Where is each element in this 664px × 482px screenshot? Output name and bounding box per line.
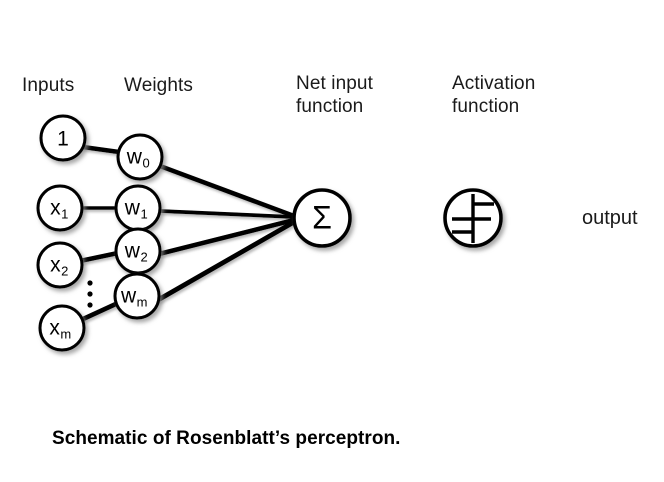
- edge-w0-to-sum: [157, 163, 297, 219]
- edge-wm-to-sum: [155, 219, 297, 303]
- input-node-xm[interactable]: [38, 304, 86, 352]
- edge-xm-to-wm: [78, 300, 121, 323]
- weight-node-w1[interactable]: [114, 184, 162, 232]
- input-node-group: [36, 114, 87, 352]
- weight-node-w0[interactable]: [116, 133, 164, 181]
- header-net-input-line2: function: [296, 96, 364, 117]
- edge-group-input-to-weight: [77, 144, 122, 323]
- vertical-ellipsis-icon: [87, 280, 93, 308]
- edge-group-weight-to-sum: [155, 163, 297, 303]
- weight-node-group: [113, 133, 164, 320]
- step-function-icon: [452, 194, 494, 243]
- header-inputs: Inputs: [22, 75, 75, 96]
- weight-node-wm[interactable]: [113, 272, 161, 320]
- figure-caption: Schematic of Rosenblatt’s perceptron.: [52, 428, 401, 449]
- edge-x2-to-w2: [77, 250, 121, 264]
- edge-w1-to-sum: [158, 209, 296, 219]
- input-node-x2[interactable]: [36, 241, 84, 289]
- header-weights: Weights: [124, 75, 193, 96]
- output-label: output: [582, 207, 638, 229]
- edge-bias-to-w0: [80, 144, 122, 155]
- weight-node-w2[interactable]: [114, 227, 162, 275]
- input-node-x1[interactable]: [36, 184, 84, 232]
- header-net-input-line1: Net input: [296, 73, 373, 94]
- net-input-node[interactable]: [292, 188, 352, 248]
- header-activation-line1: Activation: [452, 73, 536, 94]
- input-node-bias[interactable]: [39, 114, 87, 162]
- header-activation-line2: function: [452, 96, 520, 117]
- edge-w2-to-sum: [156, 217, 297, 257]
